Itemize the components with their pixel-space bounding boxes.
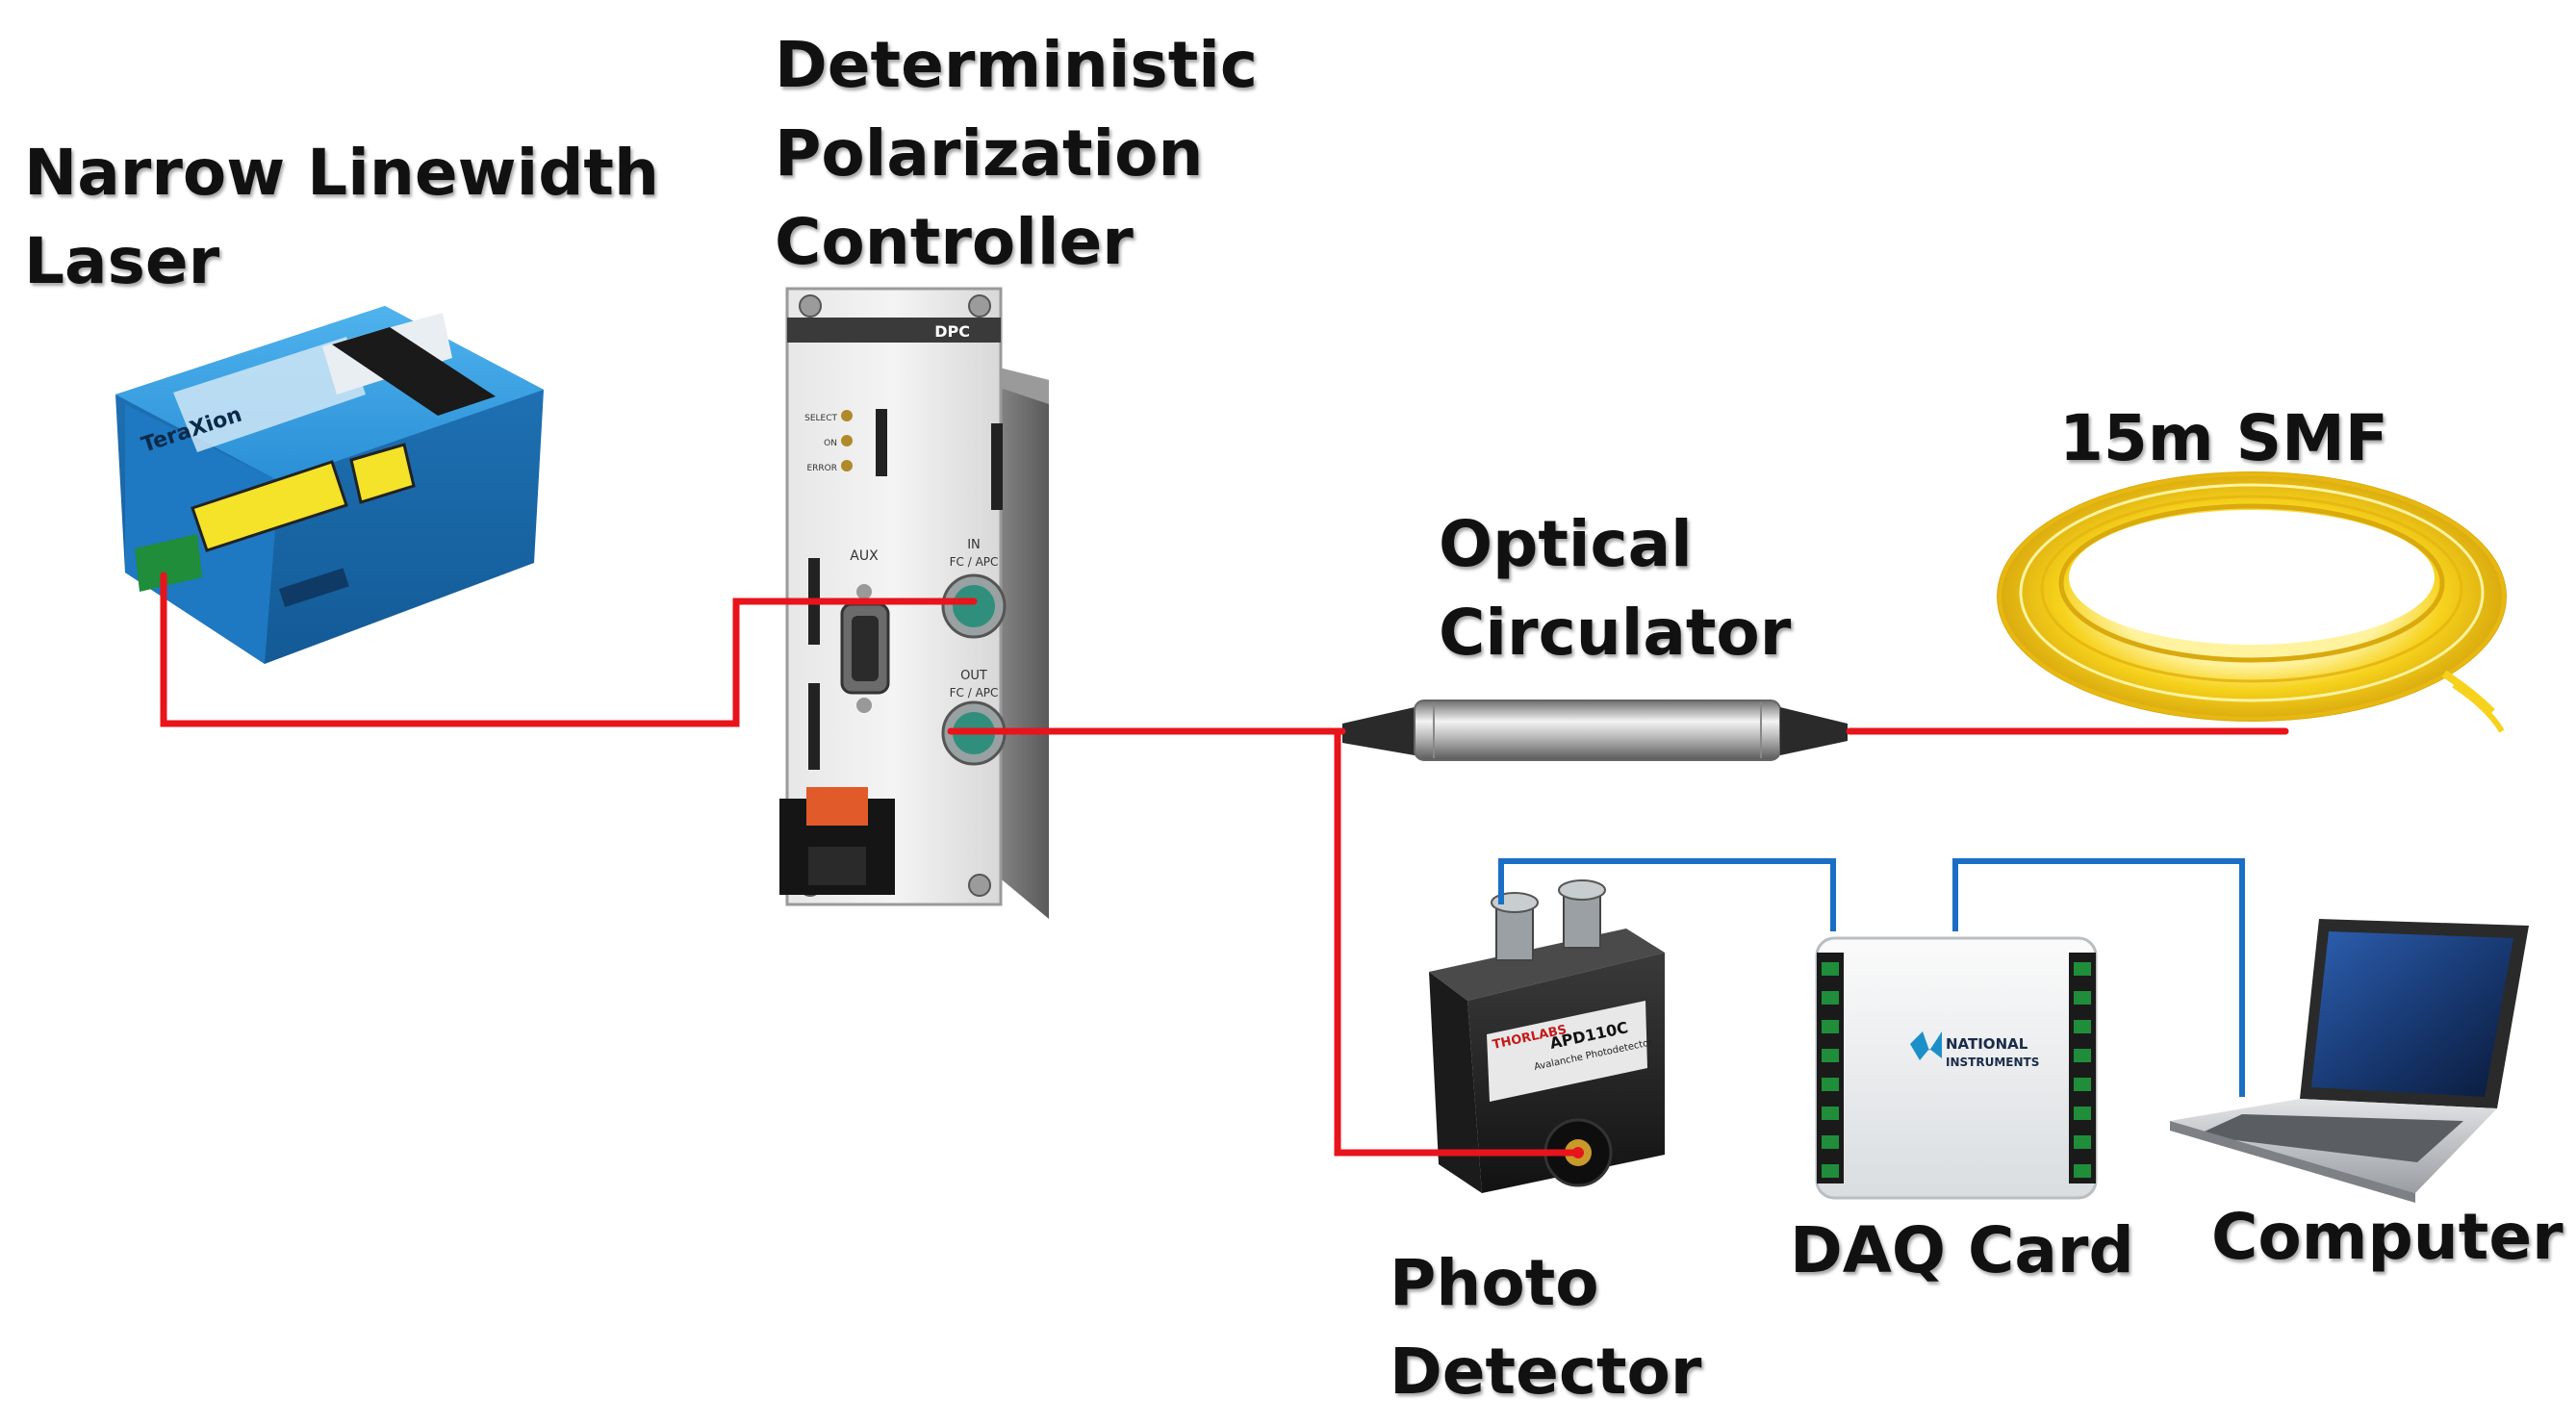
smf-label: 15m SMF — [2059, 401, 2388, 475]
fiber-laser-to-dpc — [160, 572, 978, 727]
laser-label-line-1: Narrow Linewidth — [24, 136, 659, 210]
daq-label: DAQ Card — [1790, 1213, 2134, 1287]
cable-photodetector-to-daq — [1498, 858, 1836, 931]
laser-label: Narrow Linewidth Laser — [24, 129, 659, 306]
fiber-circulator-to-photodetector — [1334, 727, 1582, 1157]
dpc-in-label: IN — [967, 538, 981, 552]
laptop-device — [2170, 919, 2529, 1203]
dpc-in-connector-label: FC / APC — [950, 555, 999, 569]
dpc-aux-label: AUX — [850, 548, 879, 564]
dpc-label: Deterministic Polarization Controller — [775, 21, 1258, 287]
dpc-label-line-2: Polarization — [775, 116, 1204, 191]
dpc-badge-text: DPC — [934, 322, 970, 341]
daq-brand-line-1: NATIONAL — [1946, 1035, 2028, 1053]
circulator-label-line-1: Optical — [1439, 507, 1693, 581]
photodetector-label-line-1: Photo — [1390, 1246, 1599, 1320]
laser-label-line-2: Laser — [24, 224, 220, 298]
daq-brand-line-2: INSTRUMENTS — [1946, 1056, 2039, 1069]
dpc-on-label: ON — [824, 439, 837, 448]
optical-circulator-device — [1342, 700, 1848, 761]
computer-label: Computer — [2211, 1200, 2563, 1274]
daq-card-device: NATIONAL INSTRUMENTS — [1815, 936, 2098, 1200]
dpc-select-label: SELECT — [804, 414, 837, 423]
polarization-controller-device: DPC SELECT ON ERROR AUX IN FC / APC OUT … — [779, 287, 1049, 919]
dpc-error-label: ERROR — [806, 464, 837, 473]
circulator-label-line-2: Circulator — [1439, 596, 1792, 670]
dpc-out-label: OUT — [960, 669, 987, 683]
cable-daq-to-computer — [1952, 858, 2245, 1097]
photodetector-label: Photo Detector — [1390, 1239, 1701, 1416]
dpc-label-line-3: Controller — [775, 205, 1134, 279]
circulator-label: Optical Circulator — [1439, 500, 1791, 677]
photodetector-label-line-2: Detector — [1390, 1335, 1702, 1409]
laser-device: TeraXion — [115, 306, 544, 664]
dpc-label-line-1: Deterministic — [775, 28, 1258, 102]
dpc-out-connector-label: FC / APC — [950, 686, 999, 700]
photodetector-device: THORLABS APD110C Avalanche Photodetector — [1429, 879, 1665, 1193]
fiber-coil-device — [1997, 471, 2507, 733]
